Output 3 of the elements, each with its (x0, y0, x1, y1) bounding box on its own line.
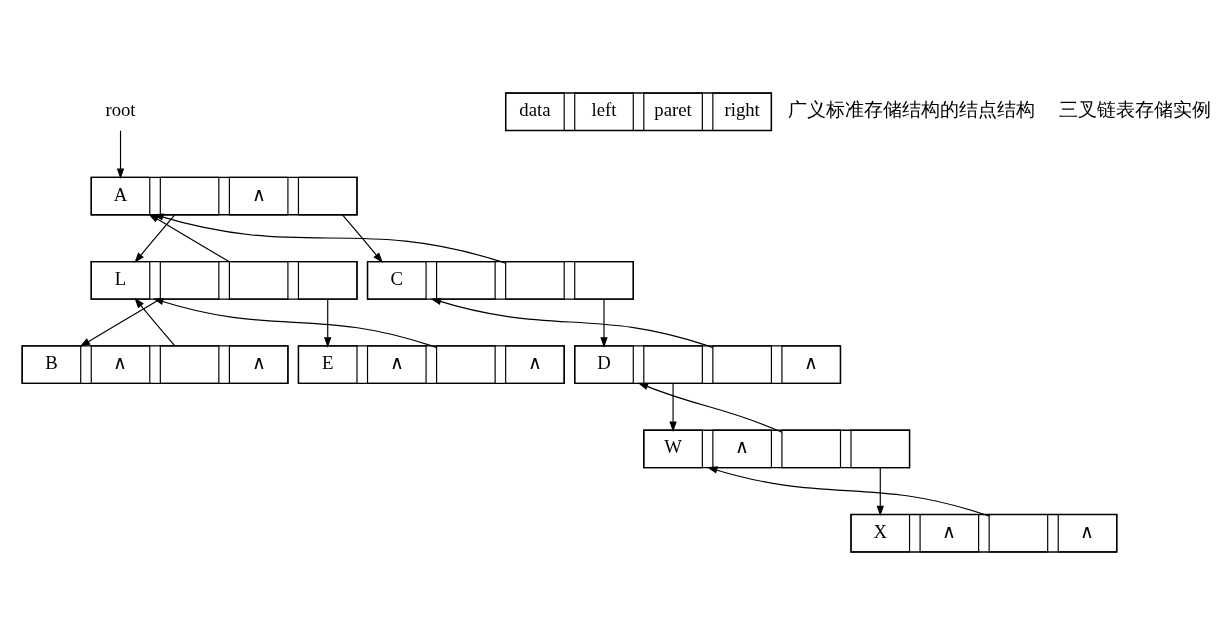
node-text: root (105, 98, 136, 120)
label: 广义标准存储结构的结点结构 (788, 98, 1036, 120)
label: 三叉链表存储实例 (1059, 98, 1212, 120)
